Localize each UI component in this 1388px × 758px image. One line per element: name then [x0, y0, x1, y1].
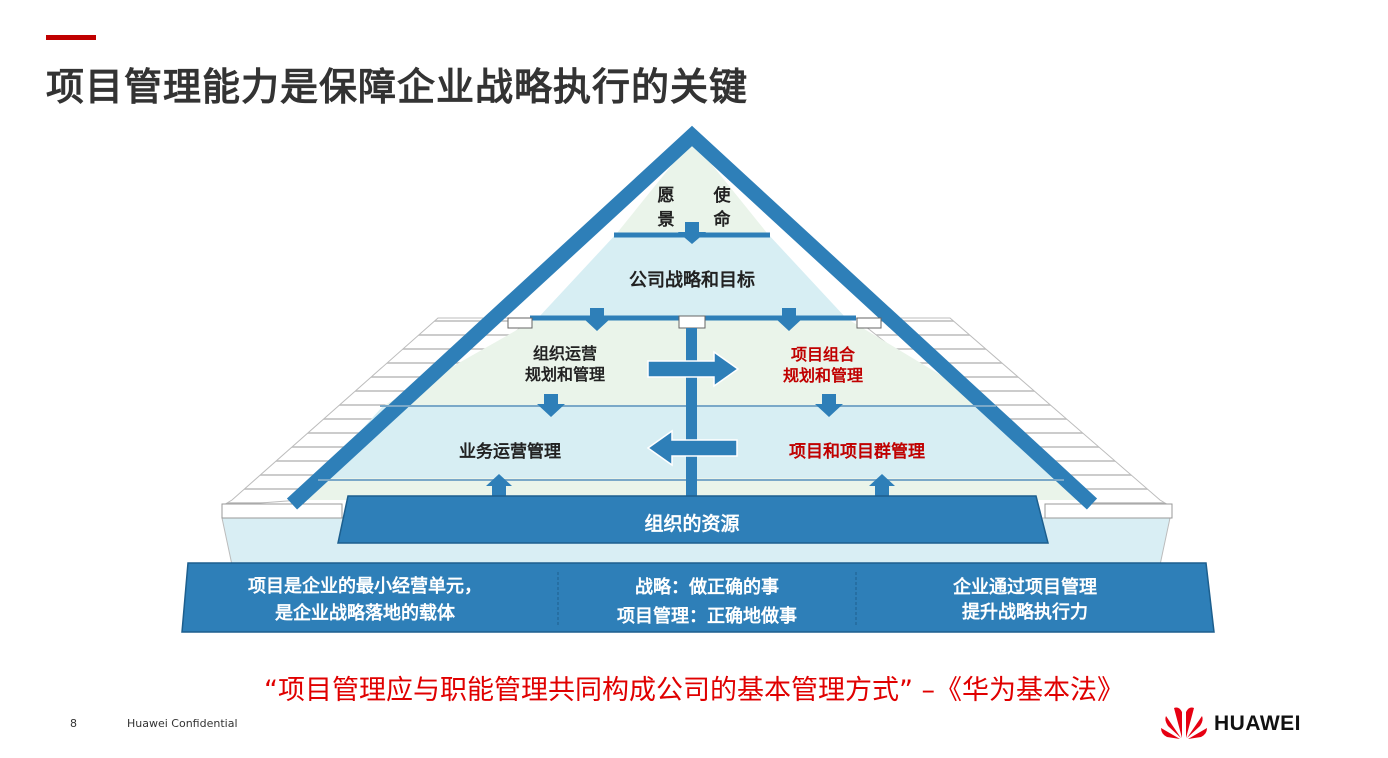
confidential-label: Huawei Confidential	[127, 717, 238, 730]
connector-left	[507, 317, 533, 329]
base-right-text: 企业通过项目管理 提升战略执行力	[953, 577, 1097, 623]
base-middle-text: 战略：做正确的事 项目管理：正确地做事	[617, 577, 797, 627]
vision-label: 愿 景	[657, 186, 675, 230]
connector-center	[678, 315, 706, 329]
down-arrow-strategy-left	[583, 308, 611, 331]
right-ledge	[1044, 503, 1173, 519]
base-left-text: 项目是企业的最小经营单元， 是企业战略落地的载体	[248, 576, 482, 624]
strategy-label: 公司战略和目标	[629, 270, 755, 291]
huawei-brand-text: HUAWEI	[1214, 712, 1301, 735]
program-mgmt-label: 项目和项目群管理	[789, 442, 925, 462]
left-arrow	[646, 429, 738, 467]
page-title: 项目管理能力是保障企业战略执行的关键	[46, 65, 749, 109]
business-mgmt-label: 业务运营管理	[459, 442, 561, 462]
huawei-law-quote: “项目管理应与职能管理共同构成公司的基本管理方式” –《华为基本法》	[263, 675, 1125, 706]
title-accent-bar	[46, 35, 96, 40]
mission-label: 使 命	[713, 186, 731, 230]
right-arrow	[647, 350, 740, 388]
center-trunk	[686, 328, 697, 500]
pyramid-outline	[286, 125, 1098, 510]
down-arrow-org	[537, 394, 565, 417]
down-arrow-strategy-right	[775, 308, 803, 331]
resources-bar	[337, 495, 1049, 544]
left-ledge	[221, 503, 343, 519]
apex-band	[617, 140, 767, 233]
portfolio-planning-label: 项目组合 规划和管理	[782, 345, 863, 385]
huawei-logo-icon	[1161, 707, 1207, 739]
resources-label: 组织的资源	[644, 513, 740, 535]
base-bar	[181, 562, 1215, 633]
down-arrow-portfolio	[815, 394, 843, 417]
down-arrow-apex	[678, 222, 706, 244]
up-arrow-left	[486, 474, 512, 496]
page-number: 8	[70, 717, 77, 730]
up-arrow-right	[869, 474, 895, 496]
connector-right	[856, 317, 882, 329]
strategy-band	[538, 233, 846, 318]
org-planning-label: 组织运营 规划和管理	[524, 344, 605, 384]
